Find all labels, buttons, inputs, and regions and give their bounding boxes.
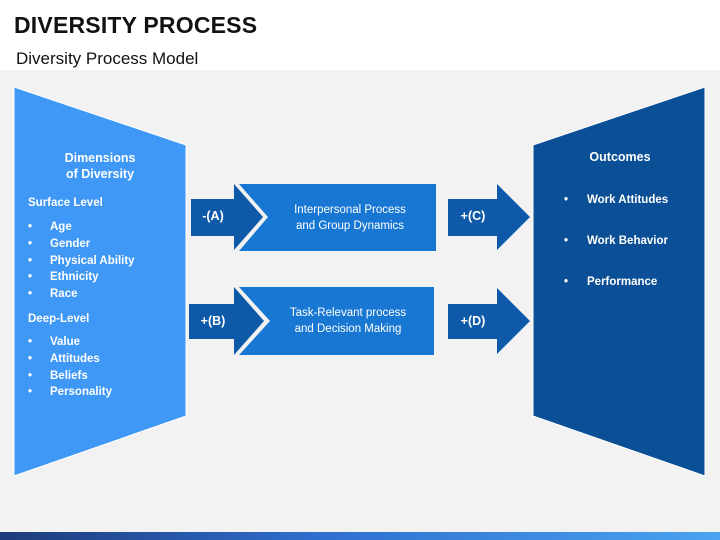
list-item: Beliefs [28, 368, 112, 385]
arrow-b-label: +(B) [200, 314, 226, 328]
arrow-a-shape [191, 184, 263, 250]
top-box-text: Interpersonal Process and Group Dynamics [270, 202, 430, 234]
arrow-c-shape [448, 184, 530, 250]
deep-level-list: Value Attitudes Beliefs Personality [28, 334, 112, 401]
list-item: Performance [564, 274, 668, 315]
list-item: Value [28, 334, 112, 351]
list-item: Personality [28, 384, 112, 401]
arrow-d-shape [448, 288, 530, 354]
top-box-line2: and Group Dynamics [295, 220, 405, 232]
bottom-box-line1: Task-Relevant process [289, 307, 407, 319]
surface-level-label: Surface Level [28, 197, 103, 209]
bottom-box-line2: and Decision Making [294, 323, 402, 335]
top-process-box [239, 184, 436, 251]
arrow-a-label: -(A) [202, 209, 224, 223]
arrow-b-shape [189, 287, 264, 355]
list-item: Work Attitudes [564, 192, 668, 233]
deep-level-label: Deep-Level [28, 313, 90, 325]
list-item: Attitudes [28, 351, 112, 368]
dimensions-heading-line2: of Diversity [65, 167, 135, 181]
page-subtitle: Diversity Process Model [16, 49, 199, 68]
page-title: DIVERSITY PROCESS [14, 12, 258, 38]
top-box-line1: Interpersonal Process [294, 204, 406, 216]
dimensions-heading-line1: Dimensions [64, 151, 136, 165]
bottom-box-text: Task-Relevant process and Decision Makin… [268, 305, 428, 337]
list-item: Age [28, 219, 135, 236]
surface-level-list: Age Gender Physical Ability Ethnicity Ra… [28, 219, 135, 303]
outcomes-heading: Outcomes [589, 150, 651, 164]
footer-bar [0, 532, 720, 540]
list-item: Gender [28, 236, 135, 253]
outcomes-list: Work Attitudes Work Behavior Performance [564, 192, 668, 315]
list-item: Ethnicity [28, 269, 135, 286]
dimensions-heading: Dimensions of Diversity [40, 150, 160, 182]
arrow-d-label: +(D) [460, 314, 486, 328]
list-item: Work Behavior [564, 233, 668, 274]
bottom-process-box [239, 287, 434, 355]
list-item: Physical Ability [28, 253, 135, 270]
arrow-c-label: +(C) [460, 209, 486, 223]
list-item: Race [28, 286, 135, 303]
